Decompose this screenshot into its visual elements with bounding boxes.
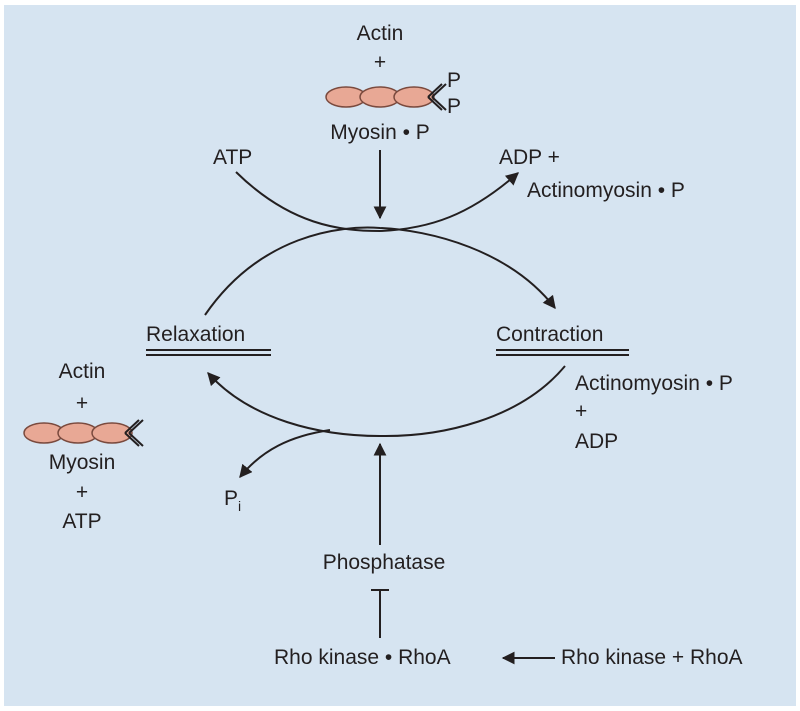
- rho-kinase-plus-rhoa-label: Rho kinase + RhoA: [561, 646, 743, 669]
- atp-input-label: ATP: [213, 146, 253, 169]
- top-plus-label: +: [373, 51, 387, 74]
- phosphatase-label: Phosphatase: [322, 551, 446, 574]
- left-plus-2-label: +: [75, 481, 89, 504]
- myosin-filament-left: [23, 419, 144, 447]
- adp-bottom-label: ADP: [575, 430, 619, 453]
- actinomyosin-p-bottom-label: Actinomyosin • P: [575, 372, 733, 395]
- relax-to-contract-arc: [204, 226, 556, 316]
- myosin-filament-top: [325, 83, 447, 111]
- contract-to-relax-arc: [207, 365, 566, 438]
- diagram-background: [4, 5, 796, 706]
- top-actin-label: Actin: [356, 22, 404, 45]
- inorganic-phosphate-label: Pi: [224, 487, 242, 514]
- rho-kinase-rhoa-complex-label: Rho kinase • RhoA: [274, 646, 451, 669]
- pi-release-arrow: [239, 429, 331, 479]
- top-myosin-p-label: Myosin • P: [330, 121, 430, 144]
- left-plus-1-label: +: [75, 392, 89, 415]
- atp-input-arrow: [235, 171, 381, 232]
- left-myosin-label: Myosin: [48, 451, 116, 474]
- left-atp-label: ATP: [62, 510, 102, 533]
- right-bottom-plus-label: +: [575, 400, 588, 423]
- left-actin-label: Actin: [58, 360, 106, 383]
- relaxation-label: Relaxation: [146, 323, 246, 346]
- contraction-label: Contraction: [496, 323, 604, 346]
- phosphate-label-1: P: [447, 69, 462, 92]
- adp-plus-label: ADP +: [499, 146, 560, 169]
- adp-output-arrow: [379, 172, 519, 232]
- actinomyosin-p-top-label: Actinomyosin • P: [527, 179, 685, 202]
- phosphate-label-2: P: [447, 95, 462, 118]
